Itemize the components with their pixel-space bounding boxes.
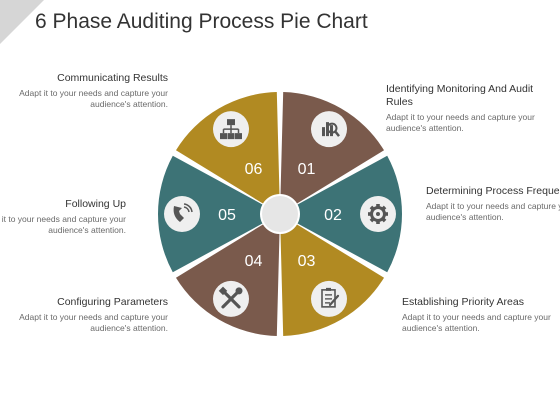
segment-2-slice [297,155,403,273]
checklist-icon [311,280,347,317]
segment-3-text: Establishing Priority Areas Adapt it to … [402,296,552,334]
phone-icon [164,196,200,232]
segment-4-text: Configuring Parameters Adapt it to your … [18,296,168,334]
segment-4-slice [175,224,280,336]
segment-6-slice [175,92,280,204]
segment-3-slice [280,224,385,336]
segment-6-text: Communicating Results Adapt it to your n… [18,72,168,110]
segment-5-description: Adapt it to your needs and capture your … [0,214,126,235]
segment-4-description: Adapt it to your needs and capture your … [19,312,168,333]
segment-4-heading: Configuring Parameters [57,296,168,308]
segment-1-text: Identifying Monitoring And Audit Rules A… [386,83,536,134]
segment-1-slice [280,92,385,204]
segment-2-heading: Determining Process Frequency [426,185,560,197]
org-chart-icon [213,111,249,148]
segment-6-number: 06 [245,161,263,178]
segment-1-number: 01 [298,161,316,178]
segment-3-heading: Establishing Priority Areas [402,296,524,308]
segment-3-number: 03 [298,253,316,270]
segment-5-heading: Following Up [65,198,126,210]
segment-2-text: Determining Process Frequency Adapt it t… [426,185,560,223]
segment-1-heading: Identifying Monitoring And Audit Rules [386,83,534,108]
corner-decoration [0,0,44,44]
segment-5-slice [158,155,263,273]
segment-6-description: Adapt it to your needs and capture your … [19,88,168,109]
gear-icon [360,196,396,232]
chart-magnifier-icon [311,111,347,148]
segment-2-description: Adapt it to your needs and capture your … [426,201,560,222]
page-title: 6 Phase Auditing Process Pie Chart [35,10,368,33]
segment-3-description: Adapt it to your needs and capture your … [402,312,551,333]
segment-6-heading: Communicating Results [57,72,168,84]
tools-icon [213,280,249,317]
segment-5-number: 05 [218,207,236,224]
segment-4-number: 04 [245,253,263,270]
segment-2-number: 02 [324,207,342,224]
segment-1-description: Adapt it to your needs and capture your … [386,112,535,133]
center-hub [262,196,298,232]
segment-5-text: Following Up Adapt it to your needs and … [0,198,126,236]
